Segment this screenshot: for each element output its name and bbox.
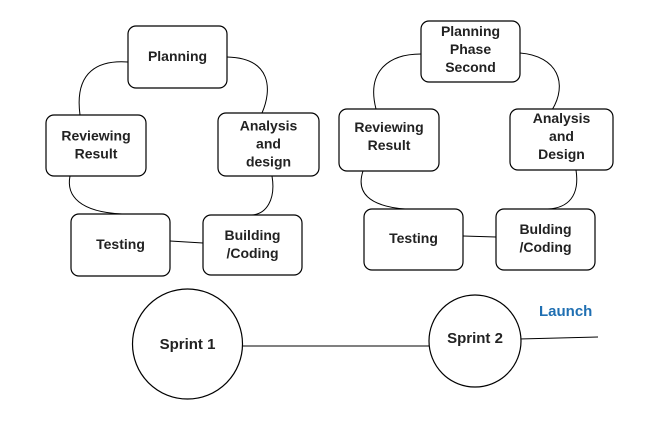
sprint-1-circle <box>131 288 244 400</box>
cycle-1-testing-box <box>70 213 171 277</box>
cycle-1-planning-label: Planning <box>148 48 207 64</box>
label-line: Bulding <box>519 221 571 237</box>
label-line: Result <box>75 145 118 161</box>
label-line: Building <box>225 227 281 243</box>
connector-planning-analysis <box>226 56 268 114</box>
cycle-1-reviewing-box <box>45 114 147 177</box>
cycle-1-planning-box <box>127 25 228 89</box>
cycle-1-analysis-box <box>217 112 320 177</box>
label-line: Reviewing <box>354 119 423 135</box>
label-line: Analysis <box>533 110 591 126</box>
cycle-2-planning-box <box>420 20 521 83</box>
connector-planning2-analysis2 <box>519 52 560 111</box>
label-line: /Coding <box>519 239 571 255</box>
launch-line <box>518 336 599 340</box>
label-line: Phase <box>450 41 491 57</box>
connector-analysis2-building2 <box>547 169 578 210</box>
connector-analysis-building <box>251 175 274 216</box>
connector-testing-reviewing <box>68 175 123 215</box>
launch-label: Launch <box>539 303 592 320</box>
sprint-1-label: Sprint 1 <box>160 336 216 353</box>
label-line: Design <box>538 146 585 162</box>
sprint-2-circle <box>428 294 522 388</box>
label-line: Result <box>368 137 411 153</box>
connector-reviewing2-planning2 <box>373 53 422 110</box>
cycle-1-building-box <box>202 214 303 276</box>
connector-building2-testing2 <box>462 235 497 238</box>
label-line: design <box>246 153 291 169</box>
label-line: and <box>549 128 574 144</box>
label-line: Planning <box>441 23 500 39</box>
sprint-2-label: Sprint 2 <box>447 330 503 347</box>
cycle-2-testing-label: Testing <box>389 230 438 246</box>
cycle-2-testing-box <box>363 208 464 271</box>
label-line: Planning <box>148 48 207 64</box>
cycle-1: Planning Analysis and design Building/Codi… <box>45 25 320 277</box>
label-line: Testing <box>96 236 145 252</box>
label-line: Reviewing <box>61 127 130 143</box>
cycle-1-analysis-label: Analysis and design <box>240 117 298 169</box>
connector-building-testing <box>169 240 204 244</box>
connector-reviewing-planning <box>78 61 129 116</box>
cycle-2-reviewing-box <box>338 108 440 172</box>
cycle-1-building-label: Building/Coding <box>225 227 281 261</box>
sprint-timeline: Sprint 1 Sprint 2 Launch <box>131 288 599 400</box>
cycle-1-connectors <box>68 56 274 244</box>
label-line: Testing <box>389 230 438 246</box>
label-line: and <box>256 135 281 151</box>
connector-testing2-reviewing2 <box>360 170 406 210</box>
label-line: Analysis <box>240 117 298 133</box>
cycle-1-testing-label: Testing <box>96 236 145 252</box>
cycle-2-building-box <box>495 208 596 271</box>
cycle-2-analysis-box <box>509 108 614 171</box>
label-line: Second <box>445 59 496 75</box>
label-line: /Coding <box>226 245 278 261</box>
cycle-2-building-label: Bulding/Coding <box>519 221 571 255</box>
